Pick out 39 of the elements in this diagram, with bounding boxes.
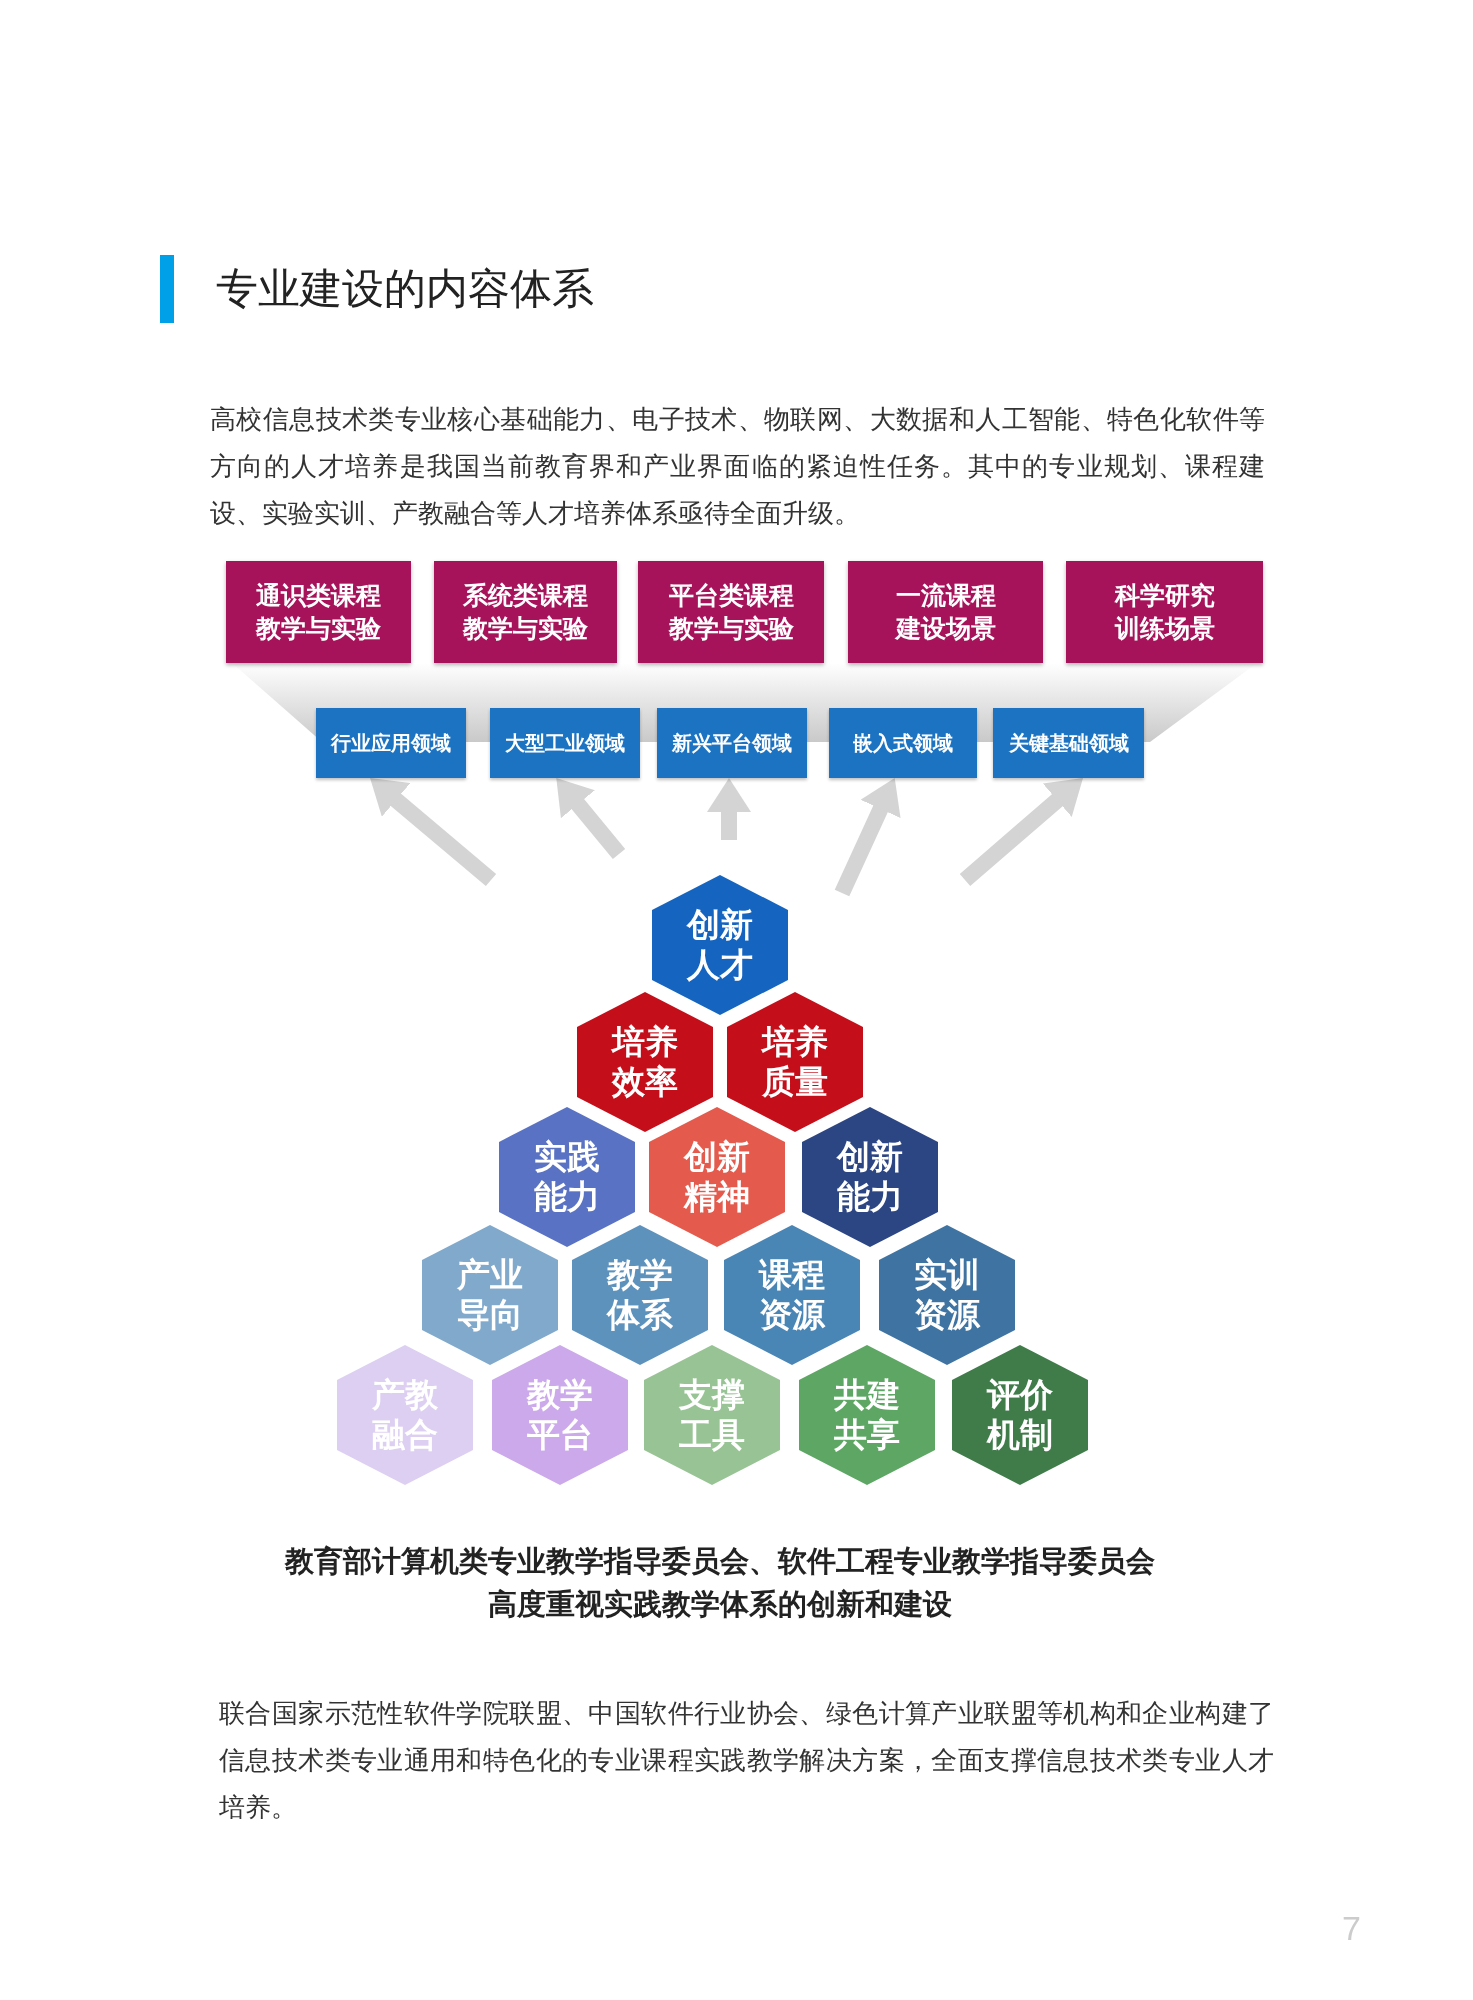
arrow [707, 778, 751, 840]
hexagon-label: 实践能力 [533, 1137, 601, 1217]
box-label: 科学研究训练场景 [1113, 580, 1216, 644]
domain-box [829, 708, 977, 778]
hexagon-label: 实训资源 [913, 1255, 981, 1335]
box-label: 新兴平台领域 [672, 731, 792, 756]
hexagon-label: 培养质量 [760, 1022, 829, 1102]
intro-paragraph: 高校信息技术类专业核心基础能力、电子技术、物联网、大数据和人工智能、特色化软件等方向的人才培养是我国当前教育界和产业界面临的紧迫性任务。其中的专业规划、课程建设、实验实训、产教融合等人才培养体系亟待全面升级。 [210, 403, 1265, 530]
hexagon-label: 产业导向 [456, 1255, 524, 1335]
domain-box [490, 708, 640, 778]
box-label: 嵌入式领域 [853, 731, 953, 756]
title: 专业建设的内容体系 [216, 264, 594, 314]
box-label: 行业应用领域 [331, 731, 451, 756]
hexagon-label: 评价机制 [985, 1375, 1054, 1455]
hexagon-label: 创新能力 [835, 1137, 904, 1217]
hexagon-label: 教学体系 [605, 1255, 674, 1335]
domain-box [316, 708, 466, 778]
box-label: 大型工业领域 [505, 731, 625, 756]
hexagon-label: 共建共享 [833, 1375, 901, 1455]
scenario-box [638, 561, 824, 663]
closing-paragraph: 联合国家示范性软件学院联盟、中国软件行业协会、绿色计算产业联盟等机构和企业构建了信息技术类专业通用和特色化的专业课程实践教学解决方案，全面支撑信息技术类专业人才培养。 [219, 1697, 1274, 1824]
caption: 教育部计算机类专业教学指导委员会、软件工程专业教学指导委员会高度重视实践教学体系的创新和建设 [283, 1544, 1156, 1622]
box-label: 一流课程建设场景 [894, 580, 997, 644]
box-label: 平台类课程教学与实验 [667, 580, 795, 644]
hexagon-label: 培养效率 [610, 1022, 679, 1102]
domain-box [993, 708, 1144, 778]
hexagon-label: 教学平台 [525, 1375, 594, 1455]
scenario-box [848, 561, 1043, 663]
box-label: 通识类课程教学与实验 [254, 580, 382, 644]
hexagon-label: 创新人才 [685, 905, 754, 985]
hexagon-label: 创新精神 [682, 1137, 751, 1217]
scenario-box [1066, 561, 1263, 663]
hexagon-label: 支撑工具 [678, 1375, 746, 1455]
hexagon-label: 课程资源 [757, 1255, 826, 1335]
box-label: 关键基础领域 [1008, 731, 1129, 756]
domain-box [657, 708, 807, 778]
box-label: 系统类课程教学与实验 [461, 580, 589, 644]
scenario-box [434, 561, 617, 663]
scenario-box [226, 561, 411, 663]
